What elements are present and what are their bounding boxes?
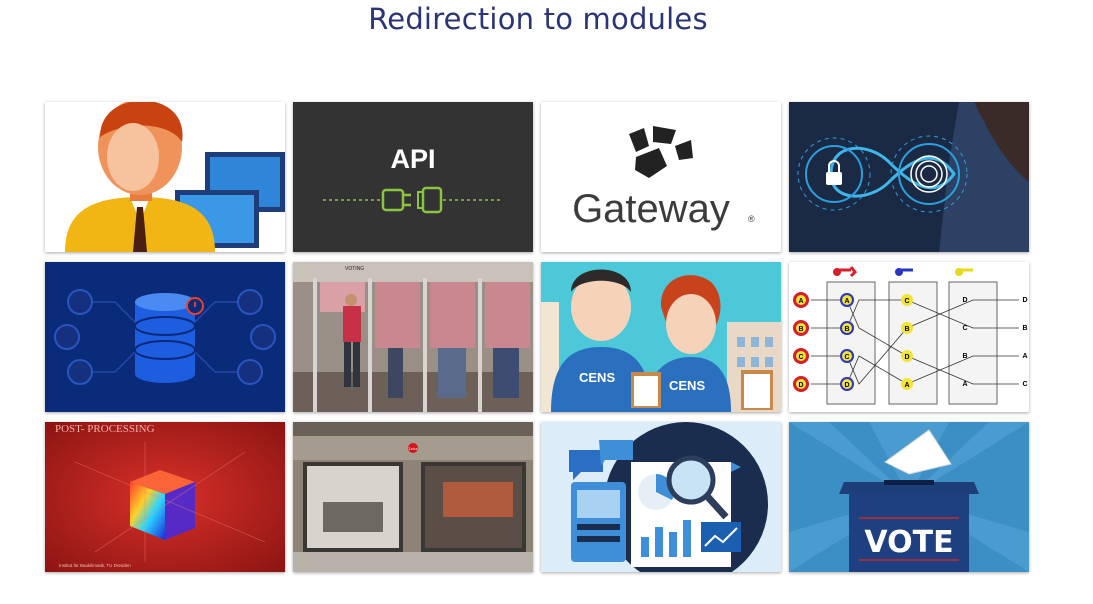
svg-text:C: C — [844, 354, 849, 361]
census-label-left: CENS — [579, 370, 615, 385]
module-tile-census[interactable]: CENS CENS — [541, 262, 781, 412]
svg-text:C: C — [904, 298, 909, 305]
storefront-photo: Leica — [293, 422, 533, 572]
svg-text:B: B — [844, 326, 849, 333]
user-computer-icon — [45, 102, 285, 252]
post-processing-visual: POST- PROCESSING Institut für Baukilimat… — [45, 422, 285, 572]
svg-text:D: D — [904, 354, 909, 361]
svg-text:D: D — [844, 382, 849, 389]
module-tile-analytics[interactable] — [541, 422, 781, 572]
store-logo: Leica — [409, 446, 418, 451]
api-plug-icon: API — [293, 102, 533, 252]
module-tile-gateway[interactable]: Gateway ® — [541, 102, 781, 252]
module-tile-security[interactable] — [789, 102, 1029, 252]
module-tile-storefront[interactable]: Leica — [293, 422, 533, 572]
svg-text:D: D — [798, 382, 803, 389]
module-tile-voting-booths[interactable]: VOTING — [293, 262, 533, 412]
voting-sign: VOTING — [345, 266, 364, 272]
module-tile-api[interactable]: API — [293, 102, 533, 252]
svg-text:®: ® — [748, 214, 755, 224]
gateway-label: Gateway — [572, 187, 730, 231]
modules-grid: API Gateway ® — [45, 102, 1030, 573]
svg-text:D: D — [1022, 297, 1027, 304]
census-workers-icon: CENS CENS — [541, 262, 781, 412]
mixnet-shuffle-diagram: A B C D A B C D C B D A D C B A D B A C — [789, 262, 1029, 412]
module-tile-mixnet[interactable]: A B C D A B C D C B D A D C B A D B A C — [789, 262, 1029, 412]
svg-text:B: B — [798, 326, 803, 333]
post-processing-title: POST- PROCESSING — [55, 423, 155, 435]
voting-booth-photo: VOTING — [293, 262, 533, 412]
svg-text:B: B — [1022, 325, 1027, 332]
svg-text:C: C — [962, 325, 967, 332]
module-tile-user[interactable] — [45, 102, 285, 252]
svg-text:B: B — [904, 326, 909, 333]
database-icon — [45, 262, 285, 412]
page-title: Redirection to modules — [368, 2, 708, 36]
post-processing-caption: Institut für Baukilimatik, TU Dresden — [59, 563, 131, 568]
svg-text:B: B — [962, 353, 967, 360]
svg-text:D: D — [962, 297, 967, 304]
svg-text:A: A — [798, 298, 803, 305]
svg-text:A: A — [962, 381, 967, 388]
module-tile-database[interactable] — [45, 262, 285, 412]
census-label-right: CENS — [669, 378, 705, 393]
ballot-box-icon: VOTE — [789, 422, 1029, 572]
analytics-dashboard-icon — [541, 422, 781, 572]
fingerprint-lock-icon — [789, 102, 1029, 252]
svg-text:A: A — [844, 298, 849, 305]
api-label: API — [390, 144, 435, 174]
gateway-logo: Gateway ® — [541, 102, 781, 252]
svg-text:A: A — [1022, 353, 1027, 360]
module-tile-vote[interactable]: VOTE — [789, 422, 1029, 572]
svg-text:C: C — [1022, 381, 1027, 388]
vote-label: VOTE — [864, 525, 953, 560]
module-tile-post-processing[interactable]: POST- PROCESSING Institut für Baukilimat… — [45, 422, 285, 572]
svg-text:A: A — [904, 382, 909, 389]
svg-text:C: C — [798, 354, 803, 361]
